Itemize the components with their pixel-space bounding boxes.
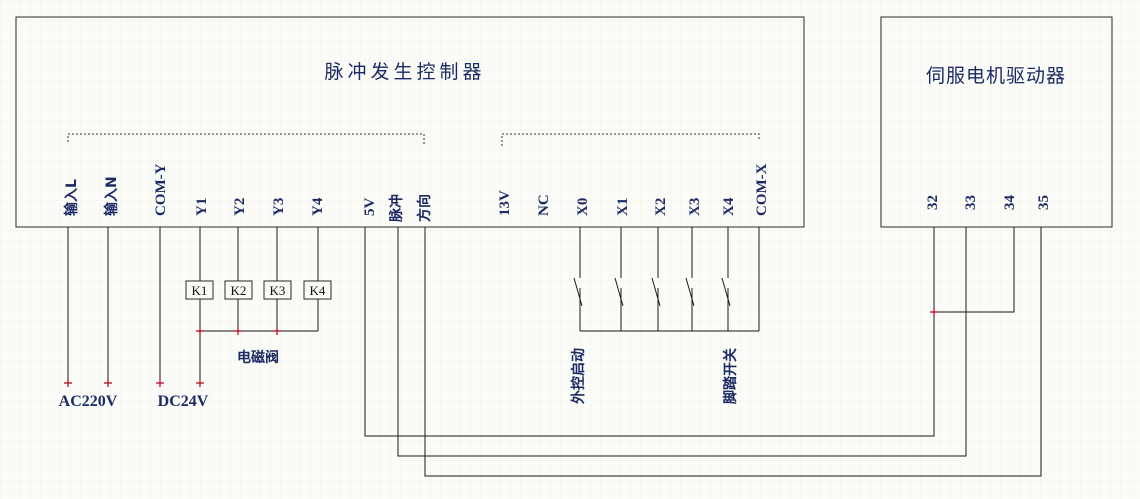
pin-com-x: COM-X — [754, 163, 770, 216]
pin-13v: 13V — [497, 190, 513, 216]
relay-k2: K2 — [224, 280, 253, 300]
pin-x3: X3 — [687, 198, 703, 216]
driver-title: 伺服电机驱动器 — [926, 65, 1066, 87]
driver-pin-35: 35 — [1036, 195, 1052, 210]
switch-x0 — [573, 277, 583, 307]
junction-node-k3 — [273, 327, 281, 335]
switch-x3 — [685, 277, 695, 307]
relay-wires — [199, 227, 319, 383]
pin-x2: X2 — [653, 198, 669, 216]
pin-y2: Y2 — [232, 198, 248, 216]
ac-label: AC220V — [59, 393, 118, 410]
wire-direction-to-35 — [424, 227, 1042, 477]
terminal-node-dc — [196, 379, 204, 387]
pin-com-y: COM-Y — [153, 163, 169, 216]
terminal-node-com-y — [156, 379, 164, 387]
junction-nodes — [64, 308, 938, 387]
relay-k4-label: K4 — [310, 283, 326, 298]
junction-node-32 — [930, 308, 938, 316]
pin-nc: NC — [536, 194, 552, 216]
pin-y4: Y4 — [310, 197, 326, 216]
driver-pin-32: 32 — [925, 195, 941, 210]
solenoid-label: 电磁阀 — [237, 349, 279, 366]
controller-title: 脉冲发生控制器 — [324, 61, 485, 83]
pin-direction: 方向 — [416, 194, 433, 222]
driver-pin-33: 33 — [963, 195, 979, 210]
switch-x1 — [614, 277, 624, 307]
relay-k2-label: K2 — [231, 283, 247, 298]
pin-y3: Y3 — [271, 198, 287, 216]
relay-k3-label: K3 — [270, 283, 286, 298]
wire-pulse-to-33 — [397, 227, 967, 457]
pin-x4: X4 — [721, 197, 737, 216]
switch-x4 — [721, 277, 731, 307]
power-wires — [67, 227, 161, 383]
relay-k1-label: K1 — [192, 283, 208, 298]
junction-node-k1 — [196, 327, 204, 335]
terminal-node-n — [104, 379, 112, 387]
relay-k3: K3 — [263, 280, 292, 300]
pin-5v: 5V — [362, 198, 378, 217]
wire-32-to-34 — [934, 227, 1015, 313]
foot-switch-label: 脚踏开关 — [722, 348, 739, 404]
pin-pulse: 脉冲 — [388, 194, 405, 223]
pin-input-n: 输入N — [103, 176, 120, 216]
pin-input-l: 输入L — [63, 179, 80, 216]
junction-node-k2 — [234, 327, 242, 335]
switch-wires — [579, 227, 760, 332]
relay-k1: K1 — [185, 280, 214, 300]
controller-box — [15, 16, 805, 228]
driver-pin-34: 34 — [1002, 195, 1018, 211]
terminal-node-l — [64, 379, 72, 387]
dc-label: DC24V — [158, 393, 209, 410]
external-start-label: 外控启动 — [570, 348, 587, 404]
pin-x1: X1 — [615, 198, 631, 216]
switch-x2 — [651, 277, 661, 307]
pin-x0: X0 — [575, 198, 591, 216]
driver-box — [880, 16, 1113, 228]
relay-k4: K4 — [303, 280, 332, 300]
pin-y1: Y1 — [194, 198, 210, 216]
wire-5v-to-32 — [364, 227, 935, 437]
left-pin-bracket — [67, 133, 425, 146]
right-pin-bracket — [501, 133, 760, 146]
servo-wires — [364, 227, 1042, 477]
